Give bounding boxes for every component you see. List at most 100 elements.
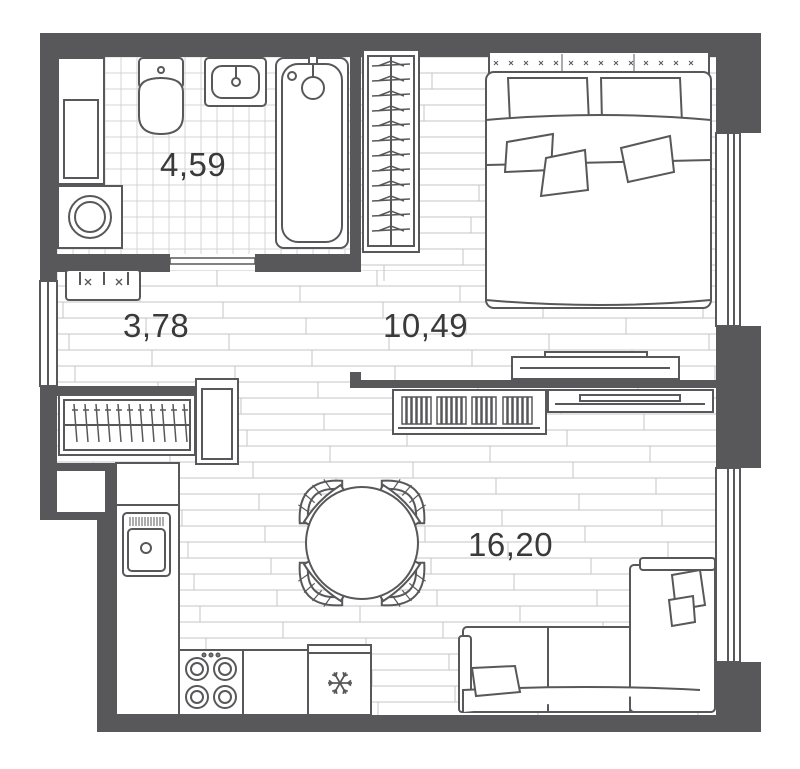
book (527, 396, 533, 425)
book (486, 396, 492, 425)
chair-slats (298, 479, 332, 513)
snowflake-branch (343, 689, 349, 693)
book (461, 396, 467, 425)
hanger (371, 195, 411, 202)
book (507, 396, 513, 425)
book (522, 396, 528, 425)
book (401, 396, 407, 425)
book (502, 396, 508, 425)
bathroom-door (169, 257, 256, 265)
snowflake-branch (335, 689, 338, 695)
hallway-area-label: 3,78 (123, 307, 189, 344)
snowflake-branch (342, 671, 345, 677)
hallway-furniture (58, 269, 714, 465)
sofa (458, 557, 716, 713)
book (436, 396, 442, 425)
bedroom-area-label: 10,49 (383, 307, 468, 344)
chair-slats (298, 573, 332, 607)
headboard-stitch (553, 60, 559, 66)
bathtub (275, 55, 349, 249)
headboard-stitch (673, 60, 679, 66)
kitchen (115, 462, 372, 716)
bathroom-sink (204, 57, 267, 107)
book (517, 396, 523, 425)
hanger (160, 403, 166, 443)
hanger (149, 403, 155, 443)
shoe-rack (65, 269, 141, 301)
hanger (105, 403, 111, 443)
hanger (371, 90, 411, 97)
bathroom-area-label: 4,59 (160, 146, 226, 183)
kitchen-sink (122, 512, 171, 577)
headboard-stitch (508, 60, 514, 66)
snowflake-branch (331, 673, 337, 677)
book (446, 396, 452, 425)
headboard-stitch (598, 60, 604, 66)
hanger (371, 105, 411, 112)
headboard-stitch (658, 60, 664, 66)
book (421, 396, 427, 425)
chair-slats (392, 573, 426, 607)
snowflake-icon (328, 671, 352, 695)
hanger (371, 75, 411, 82)
book (406, 396, 412, 425)
snowflake-branch (347, 679, 352, 684)
headboard-stitch (688, 60, 694, 66)
hanger (371, 210, 411, 217)
hanger (371, 165, 411, 172)
book (491, 396, 497, 425)
hanger (371, 120, 411, 127)
bedroom-wardrobe (362, 49, 420, 253)
niche (57, 471, 105, 512)
book (411, 396, 417, 425)
book (426, 396, 432, 425)
hanger (138, 403, 144, 443)
hanger (94, 403, 100, 443)
dining-set (298, 479, 426, 607)
hanger (371, 150, 411, 157)
headboard-stitch (493, 60, 499, 66)
washing-machine (57, 185, 123, 249)
cooktop (185, 652, 237, 709)
headboard-stitch (523, 60, 529, 66)
book (456, 396, 462, 425)
book (451, 396, 457, 425)
bookshelf (392, 389, 547, 435)
headboard-stitch (613, 60, 619, 66)
hanger (171, 403, 177, 443)
book (416, 396, 422, 425)
headboard-stitch (538, 60, 544, 66)
hanger (127, 403, 133, 443)
walls (40, 33, 761, 732)
hanger (72, 403, 78, 443)
snowflake-branch (328, 682, 333, 687)
bedroom-furniture (362, 49, 712, 380)
headboard-stitch (628, 60, 634, 66)
book (471, 396, 477, 425)
book (476, 396, 482, 425)
headboard-stitch (643, 60, 649, 66)
double-bed (485, 51, 712, 309)
toilet (138, 57, 184, 136)
hanger (116, 403, 122, 443)
book (481, 396, 487, 425)
headboard-stitch (583, 60, 589, 66)
headboard-stitch (568, 60, 574, 66)
hallway-wardrobe (58, 378, 239, 465)
hanger (371, 60, 411, 67)
book (441, 396, 447, 425)
bedroom-tv-stand (511, 351, 680, 380)
chair-slats (392, 479, 426, 513)
dining-table (305, 486, 419, 600)
book (512, 396, 518, 425)
windows (39, 132, 741, 663)
hanger (371, 135, 411, 142)
hanger (371, 180, 411, 187)
living-area-label: 16,20 (468, 526, 553, 563)
living-tv-stand (547, 389, 714, 413)
bathroom-fixtures (57, 55, 349, 249)
hanger (182, 403, 188, 443)
bathroom-cabinet (57, 57, 105, 185)
hanger (371, 225, 411, 232)
